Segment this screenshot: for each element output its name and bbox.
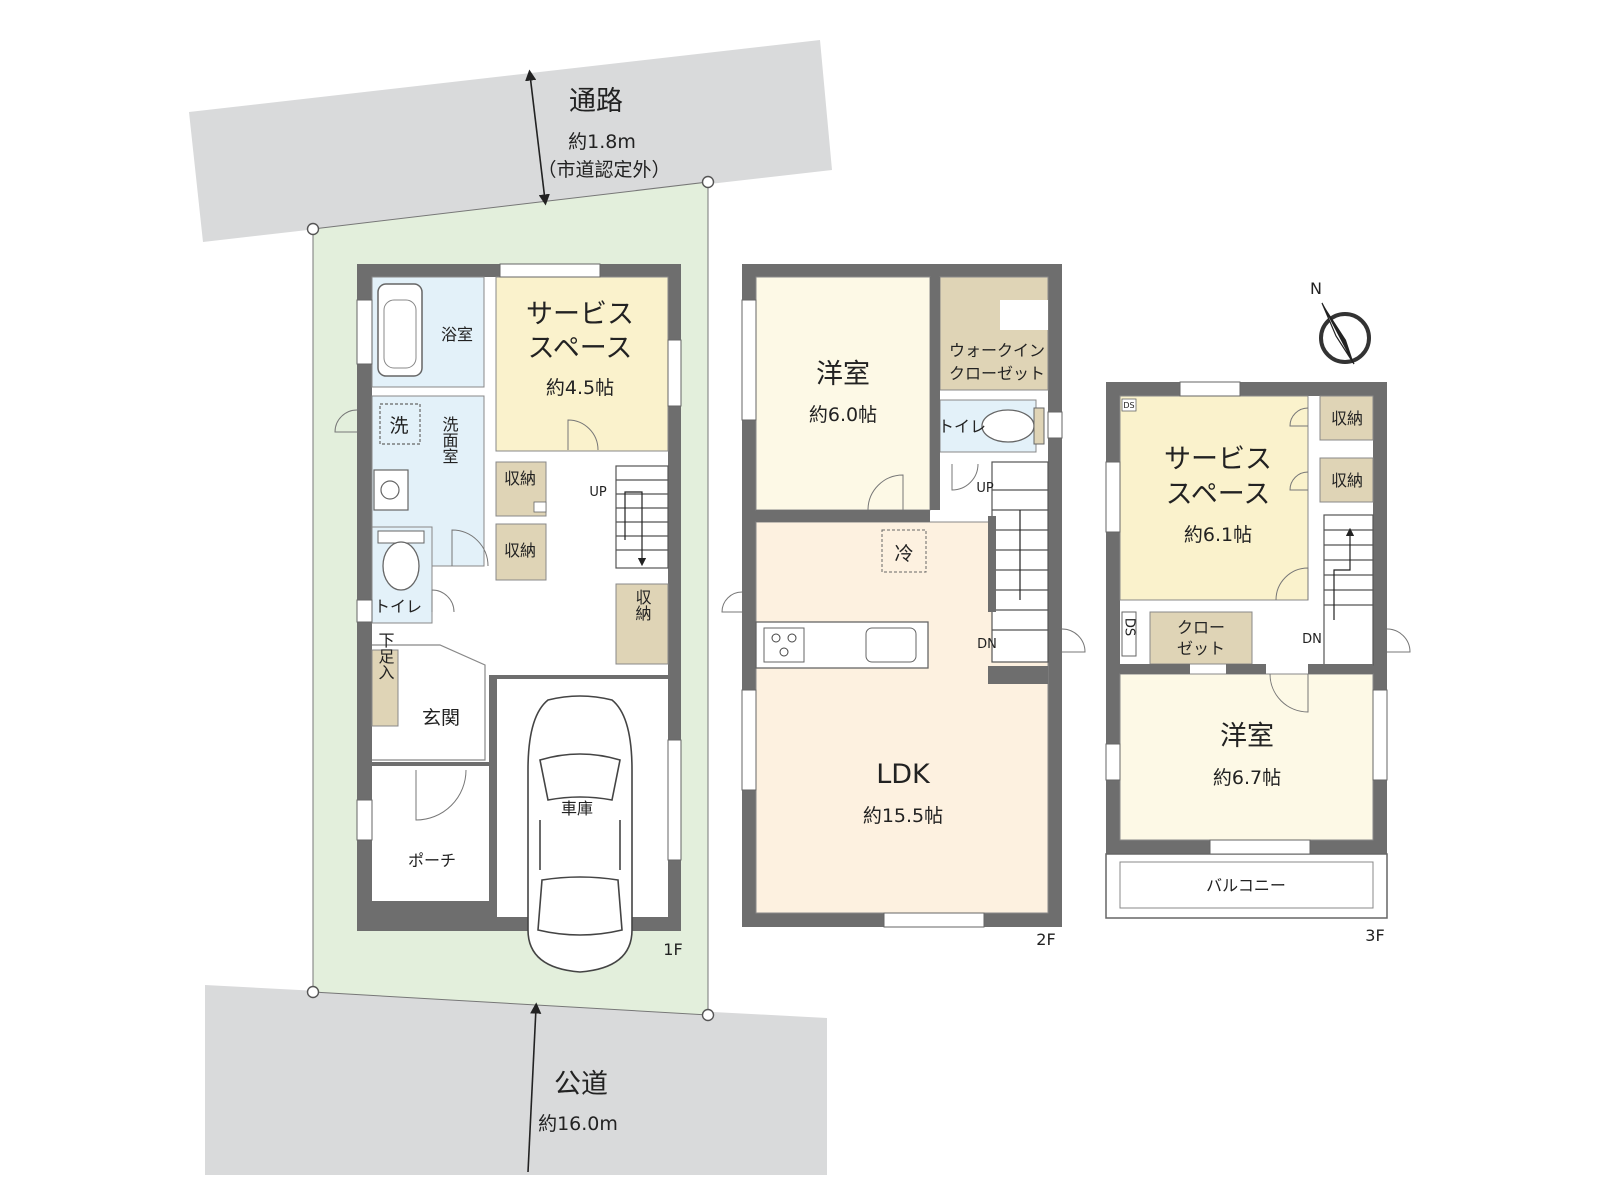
stairs-1f: [615, 465, 669, 569]
passage-name: 通路: [569, 86, 623, 117]
label-2f-western: 洋室: [816, 359, 870, 390]
label-3f-space: スペース: [1166, 479, 1271, 510]
public-road: [205, 985, 827, 1175]
label-1f-floor: 1F: [663, 940, 682, 959]
floor-2f: [721, 264, 1086, 928]
ds-small-box: [1121, 398, 1137, 412]
public-road-width: 約16.0m: [538, 1113, 618, 1135]
label-1f-up: UP: [589, 485, 607, 500]
lot-corner-markers: [306, 175, 715, 1022]
label-1f-service: サービス: [526, 299, 634, 330]
passage-road: [189, 40, 832, 242]
toilet-bowl-icon: [382, 541, 420, 591]
bathtub: [377, 283, 423, 377]
ds-box: [1121, 611, 1137, 657]
label-3f-ds-small: DS: [1123, 401, 1134, 410]
label-3f-western: 洋室: [1220, 721, 1274, 752]
label-3f-down: DN: [1302, 632, 1322, 647]
label-2f-up: UP: [976, 481, 994, 496]
label-1f-garage: 車庫: [561, 799, 593, 818]
label-2f-ldk-size: 約15.5帖: [863, 805, 943, 827]
label-1f-bath: 浴室: [441, 325, 473, 344]
floor-1f: [334, 263, 682, 973]
stove-icon: [763, 627, 805, 663]
compass-icon: [1319, 302, 1371, 365]
label-3f-storage-a: 収納: [1331, 409, 1363, 428]
shoe-box: [371, 649, 399, 727]
walkin-closet: [939, 276, 1049, 391]
public-road-width-arrow: [527, 1002, 542, 1173]
storage-3f-b: [1319, 457, 1374, 503]
label-1f-toilet: トイレ: [374, 597, 422, 616]
compass-north-label: N: [1310, 279, 1322, 298]
public-road-name: 公道: [554, 1069, 608, 1100]
label-2f-walkin2: クローゼット: [949, 364, 1045, 383]
closet-3f: [1149, 611, 1253, 665]
washbasin: [373, 469, 409, 511]
label-2f-western-size: 約6.0帖: [809, 404, 877, 426]
toilet-bowl-icon: [981, 409, 1035, 443]
label-2f-ldk: LDK: [876, 759, 931, 790]
label-1f-porch: ポーチ: [408, 851, 456, 870]
stairs-3f: [1323, 514, 1374, 666]
label-1f-storage-c: 収納: [633, 589, 652, 622]
label-3f-service: サービス: [1164, 444, 1272, 475]
label-2f-toilet: トイレ: [938, 417, 986, 436]
label-3f-ds: DS: [1122, 618, 1137, 636]
label-3f-floor: 3F: [1365, 926, 1384, 945]
passage-note: （市道認定外）: [537, 159, 670, 181]
label-1f-washroom: 洗面室: [440, 416, 459, 464]
label-3f-closet1: クロー: [1177, 618, 1225, 637]
entrance-door-swing: [415, 769, 467, 821]
passage-width-arrow: [525, 69, 550, 206]
label-1f-space: スペース: [528, 333, 633, 364]
label-1f-entrance: 玄関: [422, 707, 460, 729]
label-3f-service-size: 約6.1帖: [1184, 524, 1252, 546]
label-2f-floor: 2F: [1036, 930, 1055, 949]
service-space-1f: [495, 276, 669, 452]
label-2f-walkin1: ウォークイン: [949, 341, 1045, 360]
washer-box: [379, 403, 421, 445]
stairs-2f: [991, 461, 1049, 663]
label-1f-washer: 洗: [389, 415, 408, 437]
label-1f-storage-a: 収納: [504, 469, 536, 488]
label-3f-storage-b: 収納: [1331, 471, 1363, 490]
label-2f-fridge: 冷: [894, 543, 913, 565]
storage-1f-b: [495, 523, 547, 581]
label-3f-balcony: バルコニー: [1206, 876, 1286, 895]
storage-3f-a: [1319, 395, 1374, 441]
label-1f-shoe-box: 下足入: [376, 632, 395, 680]
label-1f-storage-b: 収納: [504, 541, 536, 560]
sink-icon: [865, 627, 917, 663]
floor-3f: [1105, 381, 1411, 919]
car-icon: [527, 695, 633, 973]
western-room-3f: [1119, 673, 1374, 841]
label-3f-closet2: ゼット: [1177, 639, 1225, 658]
storage-1f-c: [615, 583, 669, 665]
label-3f-western-size: 約6.7帖: [1213, 767, 1281, 789]
passage-width: 約1.8m: [568, 131, 636, 153]
label-1f-service-size: 約4.5帖: [546, 377, 614, 399]
label-2f-down: DN: [977, 637, 997, 652]
service-space-3f: [1119, 395, 1309, 601]
fridge-space: [881, 529, 927, 573]
western-room-2f: [755, 276, 931, 511]
